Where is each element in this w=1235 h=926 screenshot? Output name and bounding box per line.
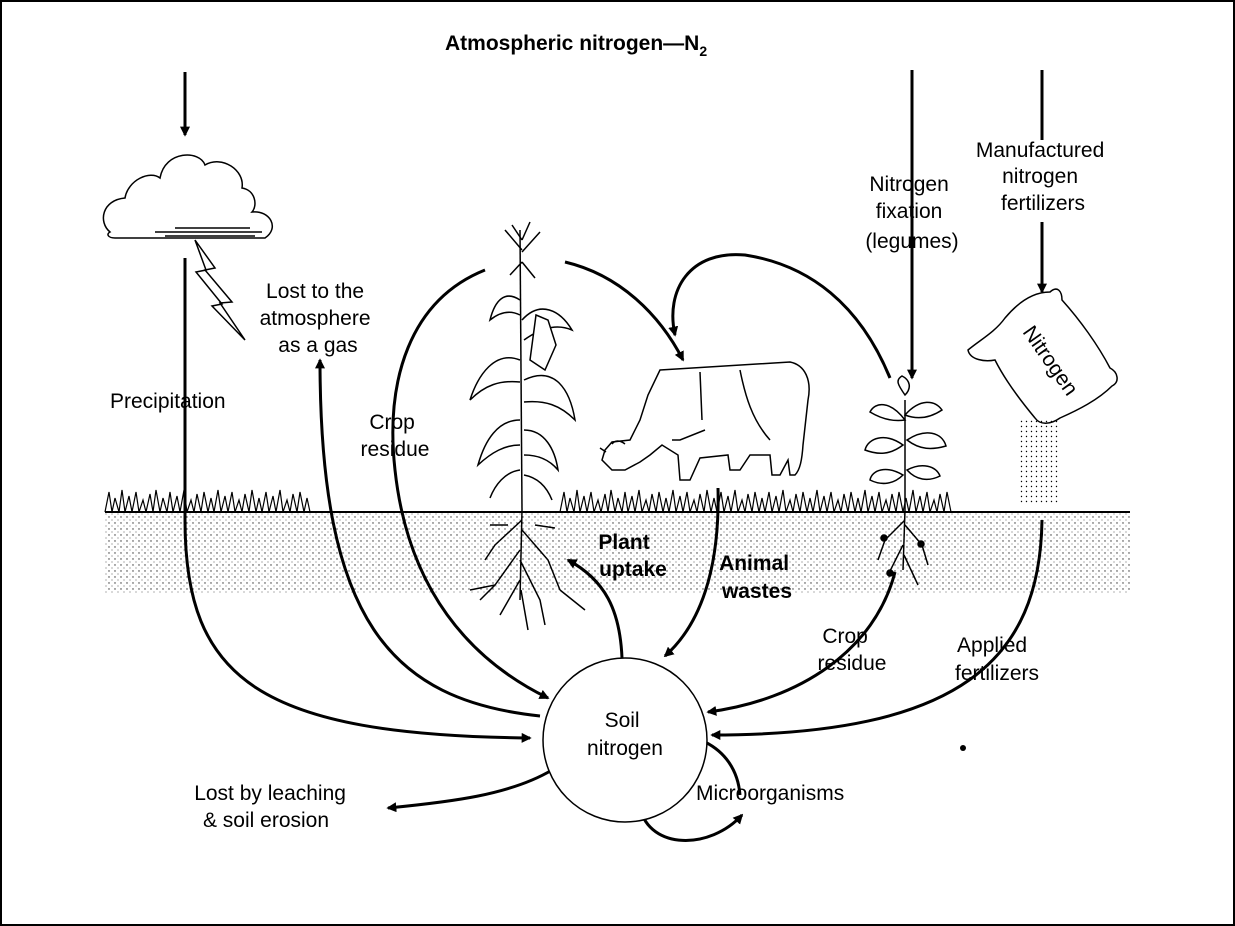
label-microorganisms: Microorganisms [696,782,844,805]
label-applied-fertilizers: Applied fertilizers [955,634,1039,685]
label-precipitation: Precipitation [110,390,226,413]
label-lost-gas: Lost to the atmosphere as a gas [260,280,377,357]
bag-label: Nitrogen [1018,322,1082,400]
arrow-leaching [388,770,552,808]
arrow-corn-to-cow [565,262,683,360]
cow-illustration [600,362,809,480]
arrow-legume-to-cow [673,255,890,378]
grass [105,490,951,512]
label-nitrogen-fixation: Nitrogen fixation (legumes) [865,173,958,253]
stray-dot [960,745,966,751]
cloud-icon [103,155,272,340]
arrow-crop-residue-left [393,270,548,698]
label-crop-residue-right: Crop residue [818,625,887,675]
label-manufactured: Manufactured nitrogen fertilizers [976,139,1110,215]
fertilizer-granules [1020,420,1058,505]
label-leaching: Lost by leaching & soil erosion [194,782,352,832]
title: Atmospheric nitrogen—N2 [445,32,707,59]
label-crop-residue-left: Crop residue [361,411,430,461]
lightning-icon [195,240,245,340]
fertilizer-bag-icon: Nitrogen [968,289,1117,505]
